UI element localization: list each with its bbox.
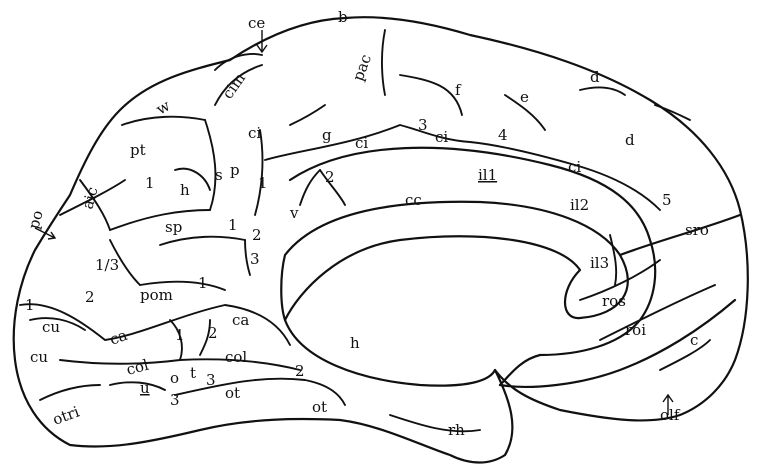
label-p: p xyxy=(230,161,240,179)
label-h-upper: h xyxy=(180,181,190,199)
label-c: c xyxy=(690,331,698,349)
label-2-ot: 2 xyxy=(295,362,305,380)
label-f: f xyxy=(455,81,462,99)
label-ca-mid: ca xyxy=(232,311,249,329)
sulcus-pt xyxy=(122,117,205,125)
label-ot-left: ot xyxy=(225,384,240,402)
label-3-u: 3 xyxy=(170,391,180,409)
label-sro: sro xyxy=(685,221,709,239)
sulcus-sp xyxy=(110,210,210,230)
label-w: w xyxy=(153,96,173,118)
label-e: e xyxy=(520,88,529,106)
label-1-far: 1 xyxy=(25,296,35,314)
label-5: 5 xyxy=(662,191,672,209)
sulcus-f xyxy=(400,75,462,115)
label-b: b xyxy=(338,8,348,26)
lower-limbic-arc xyxy=(620,215,740,255)
collateral-sulcus xyxy=(60,359,300,370)
sulcus-d-upper xyxy=(580,88,625,95)
sulcus-u xyxy=(110,382,165,390)
label-3-sp: 3 xyxy=(250,250,260,268)
label-otri: otri xyxy=(50,403,82,429)
label-4: 4 xyxy=(498,126,508,144)
paracentral-sulcus xyxy=(382,30,385,95)
label-pom: pom xyxy=(140,286,173,304)
label-ci-right: ci xyxy=(568,158,581,176)
label-ce: ce xyxy=(248,14,265,32)
sulcus-c xyxy=(660,340,710,370)
label-1-3: 1/3 xyxy=(95,256,119,274)
label-cc: cc xyxy=(405,191,422,209)
sulcus-g xyxy=(290,105,325,125)
sulcus-sp-lower xyxy=(160,237,245,245)
label-u: u xyxy=(140,379,150,397)
label-rh: rh xyxy=(448,421,465,439)
label-cim: cim xyxy=(219,70,249,103)
label-d-lower: d xyxy=(625,131,635,149)
label-col-right: col xyxy=(225,348,247,366)
label-sp: sp xyxy=(165,218,182,236)
label-2-left: 2 xyxy=(85,288,95,306)
sulcus-otri xyxy=(40,385,100,400)
label-il3: il3 xyxy=(590,254,609,272)
label-ci-mid: ci xyxy=(355,134,368,152)
label-1-pt: 1 xyxy=(145,174,155,192)
label-ca-left: ca xyxy=(107,326,130,349)
rhinal-sulcus xyxy=(390,415,480,431)
label-cu-lower: cu xyxy=(30,348,48,366)
label-g: g xyxy=(322,126,332,144)
label-t: t xyxy=(190,364,196,382)
label-1-s: 1 xyxy=(258,174,268,192)
label-3-t: 3 xyxy=(206,371,216,389)
label-pt: pt xyxy=(130,141,146,159)
sulcus-p xyxy=(255,130,262,215)
sulcus-d-lower xyxy=(655,105,690,120)
label-v: v xyxy=(289,204,299,222)
label-ot-mid: ot xyxy=(312,398,327,416)
label-ros: ros xyxy=(602,292,626,310)
sulcus-il3 xyxy=(610,235,616,285)
label-h-center: h xyxy=(350,334,360,352)
label-d-upper: d xyxy=(590,68,600,86)
ce-arrow xyxy=(257,30,267,52)
label-1-pom: 1 xyxy=(198,274,208,292)
temporal-lobe-curve xyxy=(500,300,735,387)
label-2-col: 2 xyxy=(208,324,218,342)
label-1-col: 1 xyxy=(175,326,185,344)
inner-ventricle-outline xyxy=(285,320,495,386)
label-2-sp: 2 xyxy=(252,226,262,244)
label-1-sp: 1 xyxy=(228,216,238,234)
label-pac: pac xyxy=(349,52,375,83)
sulcus-s xyxy=(205,120,215,210)
label-col-left: col xyxy=(124,356,150,379)
label-ci-3: ci xyxy=(435,128,448,146)
label-po: po xyxy=(24,208,46,231)
label-cu-upper: cu xyxy=(42,318,60,336)
hemisphere-outline xyxy=(14,17,748,462)
label-s: s xyxy=(215,166,223,184)
label-il1: il1 xyxy=(478,166,497,184)
corpus-callosum-outline xyxy=(281,202,628,320)
calcarine-sulcus xyxy=(20,304,290,345)
label-o: o xyxy=(170,369,179,387)
label-2-v: 2 xyxy=(325,168,335,186)
label-3: 3 xyxy=(418,116,428,134)
label-ci-upper: ci xyxy=(248,124,261,142)
label-roi: roi xyxy=(625,321,646,339)
sulcus-v xyxy=(300,170,320,205)
label-il2: il2 xyxy=(570,196,589,214)
label-olf: olf xyxy=(660,406,681,424)
